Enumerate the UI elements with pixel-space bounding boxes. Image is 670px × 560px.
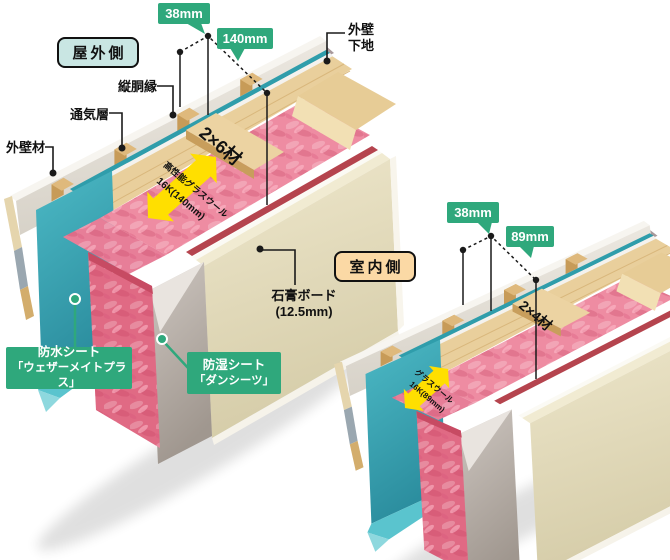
leader-dots — [49, 57, 331, 253]
cross-block-side — [186, 130, 254, 179]
gypsum-right-edge — [390, 156, 404, 331]
end-stud-inner — [616, 273, 661, 311]
pointer-38mm-left — [186, 23, 205, 34]
right-wall-assembly — [334, 220, 670, 560]
insulation-thickness-arrow-right — [403, 366, 450, 411]
cladding-cut — [4, 196, 22, 251]
insulation-arrow-right — [403, 366, 450, 411]
vapor-sheet-badge: 防湿シート 「ダンシーツ」 — [187, 352, 281, 394]
furring-strip-top — [177, 107, 200, 121]
green-leaders — [69, 293, 190, 370]
cladding-cut — [334, 361, 352, 411]
insulation-edge-sliver — [88, 252, 153, 294]
pointer-38mm-right — [477, 222, 492, 234]
vapor-sheet-fold — [458, 409, 512, 472]
leader-lines — [45, 32, 345, 285]
label-exterior-sheathing-line2: 下地 — [348, 38, 375, 54]
insulation-edge-sliver — [416, 411, 462, 438]
end-stud-top — [298, 72, 396, 130]
teal-top-strip — [398, 233, 654, 359]
furring-strip-top — [240, 72, 263, 86]
vapor-dot — [156, 333, 168, 345]
dim-badge-140mm: 140mm — [217, 28, 273, 49]
insulation-arrow-left — [147, 153, 217, 222]
vapor-sheet-fold — [150, 262, 204, 332]
label-exterior-sheathing: 外壁 下地 — [348, 22, 374, 55]
insulation-thickness-arrow-left — [147, 153, 217, 222]
furring-strip-top — [504, 284, 526, 296]
label-gypsum-board: 石膏ボード (12.5mm) — [256, 288, 352, 321]
label-exterior-cladding: 外壁材 — [5, 140, 45, 155]
waterproof-dot — [69, 293, 81, 305]
leader-vapor — [163, 341, 190, 370]
insulation-cross-fluff — [416, 411, 468, 560]
end-stud-top — [622, 252, 670, 294]
gypsum-top-highlight — [192, 150, 382, 260]
gypsum-top-edge — [522, 341, 670, 424]
furring-strip-top — [442, 314, 465, 327]
end-stud-inner — [292, 96, 356, 150]
gypsum-bottom-edge — [566, 506, 670, 560]
furring-strip-top — [565, 253, 588, 265]
waterproof-line2: 「ウェザーメイトプラス」 — [11, 361, 127, 390]
leader-furring — [157, 85, 174, 112]
dim-badge-38mm-right: 38mm — [447, 202, 499, 223]
cross-block-top — [512, 288, 591, 329]
furring-strip-top — [114, 142, 137, 156]
cladding-lower-edge — [343, 406, 358, 445]
label-furring-strip: 縦胴縁 — [117, 79, 157, 94]
indoor-side-badge: 室内側 — [334, 251, 416, 282]
cross-block-top — [186, 113, 284, 170]
label-vent-layer: 通気層 — [69, 107, 109, 122]
dim-badge-pointers — [186, 23, 534, 258]
pointer-140mm — [230, 48, 245, 61]
cladding-lower-edge — [14, 247, 28, 290]
leader-cladding — [45, 146, 54, 170]
gypsum-face — [530, 351, 670, 560]
vapor-line2: 「ダンシーツ」 — [193, 374, 275, 387]
label-gypsum-line1: 石膏ボード — [271, 288, 337, 303]
measurement-dots — [176, 32, 540, 284]
vapor-line1: 防湿シート — [202, 357, 266, 372]
leader-vent — [109, 112, 123, 145]
insulation-bay-fluff — [428, 277, 670, 404]
waterproof-sheet-curl — [38, 390, 60, 412]
sheet-edge-strip — [494, 310, 670, 405]
cladding-foot — [349, 440, 364, 471]
gypsum-top-edge — [196, 153, 390, 266]
label-gypsum-line2: (12.5mm) — [275, 304, 333, 320]
furring-strip-top — [51, 177, 74, 191]
sheet-edge-strip — [186, 146, 378, 256]
dim-lines-right — [462, 236, 537, 379]
insulation-protrusion-fluff — [63, 218, 166, 274]
waterproof-line1: 防水シート — [37, 345, 101, 360]
cladding-foot — [20, 286, 34, 320]
waterproof-sheet-curl — [367, 532, 389, 552]
outdoor-side-badge: 屋外側 — [57, 37, 139, 68]
leader-sheathing — [326, 32, 345, 58]
waterproof-sheet-badge: 防水シート 「ウェザーメイトプラス」 — [6, 345, 132, 390]
teal-top-strip — [70, 50, 330, 192]
pointer-89mm — [519, 246, 534, 258]
label-exterior-sheathing-line1: 外壁 — [348, 22, 375, 37]
gypsum-top-highlight — [518, 337, 670, 418]
dim-badge-89mm: 89mm — [506, 226, 554, 247]
furring-strip-top — [380, 345, 403, 358]
leader-gypsum — [263, 249, 296, 285]
dim-badge-38mm-left: 38mm — [158, 3, 210, 24]
dim-lines-left — [179, 36, 268, 205]
